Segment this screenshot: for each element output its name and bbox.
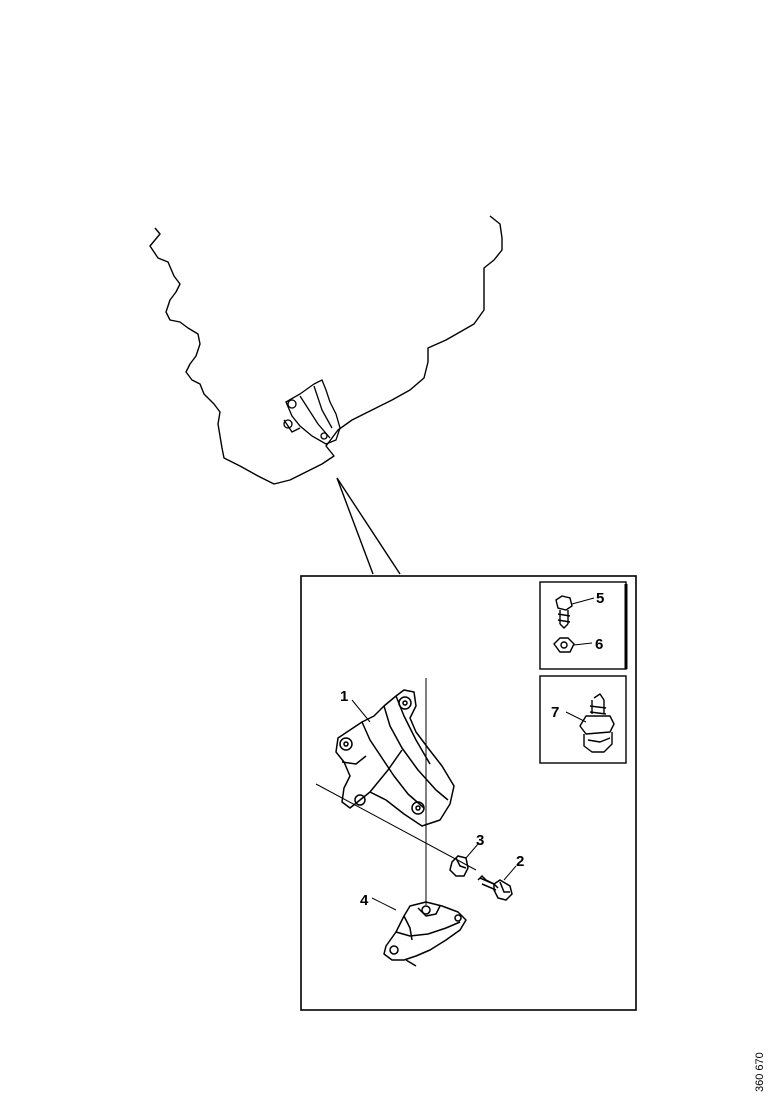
callout-6: 6 — [595, 636, 603, 653]
callout-7: 7 — [551, 704, 559, 721]
bolt — [477, 874, 513, 901]
zoom-line-right — [336, 477, 401, 575]
callout-1: 1 — [340, 688, 348, 705]
engine-bracket-small — [283, 379, 341, 445]
inset-box-bolts — [539, 581, 627, 670]
callout-3: 3 — [476, 832, 484, 849]
nut — [449, 855, 469, 877]
detail-box — [300, 575, 637, 1011]
inset-stud — [579, 693, 615, 753]
figure-reference-number: 360 670 — [754, 1052, 766, 1092]
inset-box-stud — [539, 675, 627, 764]
callout-2: 2 — [516, 853, 524, 870]
inset-bolt — [555, 595, 573, 629]
zoom-line-left — [336, 477, 374, 575]
figure-reference-number-box: 360 670 — [752, 1040, 778, 1100]
callout-4: 4 — [360, 892, 369, 909]
engine-bracket — [335, 689, 455, 827]
leader-lines — [351, 597, 595, 911]
engine-outline — [149, 215, 503, 485]
inset-nut — [553, 637, 575, 653]
rubber-mount — [383, 901, 467, 967]
callout-5: 5 — [596, 590, 604, 607]
